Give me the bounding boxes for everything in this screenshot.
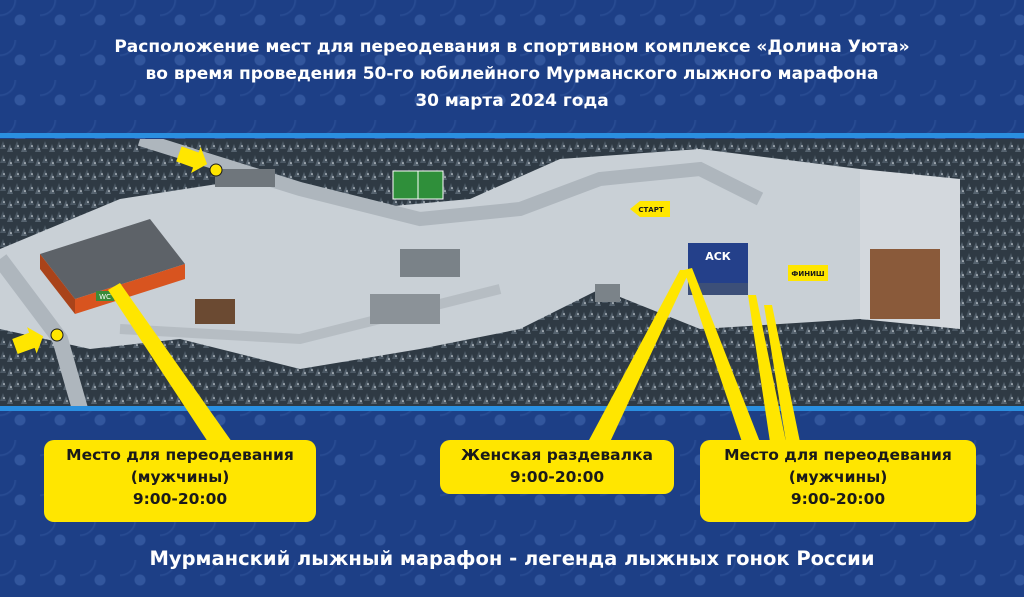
building-central [400,249,460,277]
callout-right-line3: 9:00-20:00 [790,490,886,508]
ask-building: АСК [688,243,748,295]
page-title: Расположение мест для переодевания в спо… [0,34,1024,115]
callout-right-line1: Место для переодевания [724,446,952,464]
building-north [215,169,275,187]
start-sign [630,201,670,217]
callout-left-line3: 9:00-20:00 [132,490,228,508]
building-south [370,294,440,324]
cabins [195,299,235,324]
entrance-arrow-south [12,327,44,354]
small-building [595,284,620,302]
start-label: СТАРТ [638,206,663,214]
finish-label: ФИНИШ [791,270,824,278]
main-road [137,139,764,227]
callout-middle-line2: 9:00-20:00 [509,468,605,486]
footer-slogan: Мурманский лыжный марафон - легенда лыжн… [149,547,875,570]
callout-women: Женская раздевалка 9:00-20:00 [440,440,674,494]
entrance-dot-south [50,328,64,342]
callout-middle-line1: Женская раздевалка [461,446,653,464]
callout-right-line2: (мужчины) [788,468,888,486]
venue-map: WC АСК ФИНИШ СТАРТ [0,139,1024,409]
ask-label: АСК [705,250,731,263]
entrance-arrow-north [176,146,208,174]
callout-men-left: Место для переодевания (мужчины) 9:00-20… [44,440,316,522]
stadium-stands [870,249,940,319]
callout-left-line2: (мужчины) [130,468,230,486]
wc-label-hall: WC [99,293,111,301]
map-top-border [0,133,1024,138]
callout-left-line1: Место для переодевания [66,446,294,464]
entrance-dot-north [209,163,223,177]
callout-men-right: Место для переодевания (мужчины) 9:00-20… [700,440,976,522]
title-line-2: во время проведения 50-го юбилейного Мур… [145,64,879,84]
title-line-3: 30 марта 2024 года [415,91,609,111]
map-bottom-border [0,406,1024,411]
finish-sign [788,265,828,281]
title-line-1: Расположение мест для переодевания в спо… [114,37,910,57]
